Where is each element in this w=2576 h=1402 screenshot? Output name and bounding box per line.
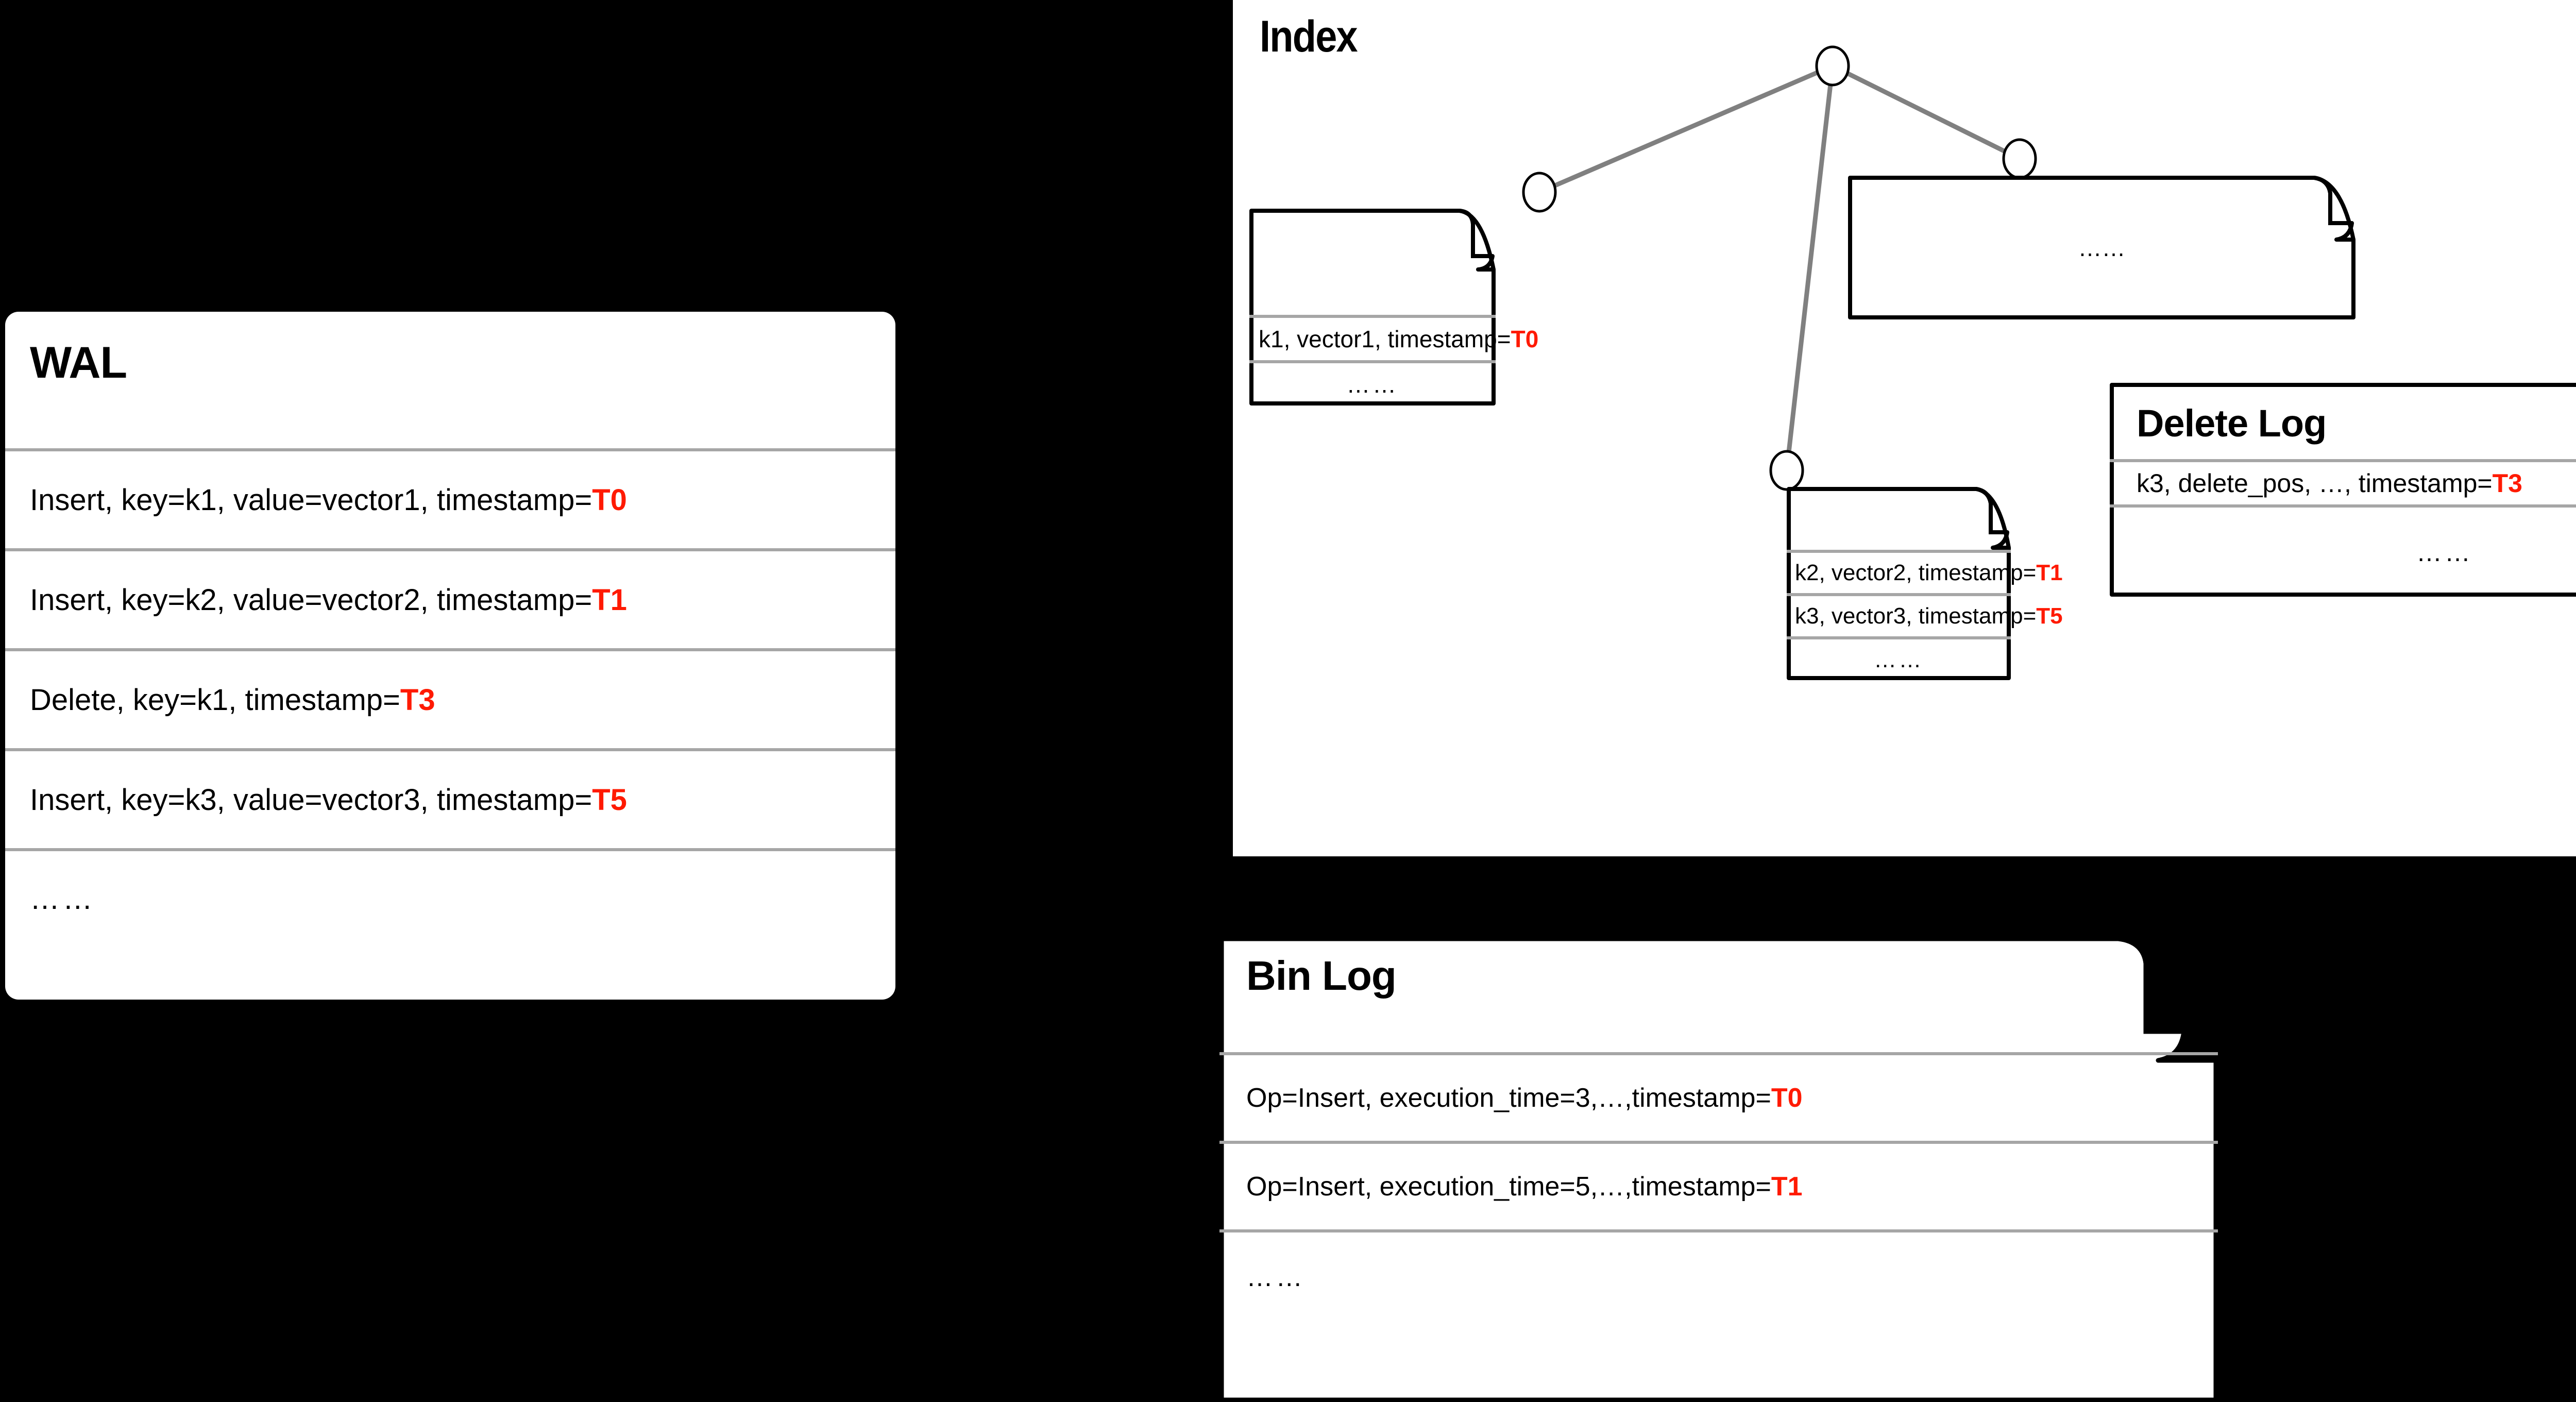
bin-log-row-text: Op=Insert, execution_time=5,…,timestamp= bbox=[1246, 1172, 1771, 1202]
tree-node-root[interactable] bbox=[1815, 45, 1850, 87]
index-leaf-row-text: …… bbox=[1346, 371, 1399, 398]
tree-edge-root-mid bbox=[1784, 65, 1835, 471]
wal-row-text: Insert, key=k2, value=vector2, timestamp… bbox=[30, 583, 592, 617]
tree-node-left[interactable] bbox=[1522, 172, 1557, 213]
wal-title: WAL bbox=[30, 338, 127, 387]
bin-log-row: Op=Insert, execution_time=5,…,timestamp=… bbox=[1219, 1141, 2218, 1229]
tree-edge-root-left bbox=[1538, 63, 1834, 195]
index-leaf-k1-card: k1, vector1, timestamp=T0 …… bbox=[1249, 209, 1538, 406]
index-leaf-row-timestamp: T1 bbox=[2036, 560, 2063, 585]
note-outline-icon bbox=[1787, 487, 2011, 680]
delete-log-row-timestamp: T3 bbox=[2492, 469, 2522, 498]
delete-log-row: k3, delete_pos, …, timestamp=T3 bbox=[2110, 459, 2576, 504]
delete-log-row-text: k3, delete_pos, …, timestamp= bbox=[2137, 469, 2493, 498]
tree-edge-root-right bbox=[1832, 63, 2021, 161]
wal-row: Delete, key=k1, timestamp=T3 bbox=[5, 648, 895, 748]
bin-log-title: Bin Log bbox=[1246, 953, 1397, 999]
index-leaf-row-text: k2, vector2, timestamp= bbox=[1795, 560, 2037, 585]
wal-row-text: Delete, key=k1, timestamp= bbox=[30, 683, 400, 717]
bin-log-row-timestamp: T0 bbox=[1771, 1083, 1803, 1113]
tree-node-mid[interactable] bbox=[1769, 450, 1804, 491]
note-outline-icon bbox=[1848, 176, 2355, 319]
index-leaf-ellipsis-card: …… bbox=[1848, 176, 2355, 319]
index-leaf-row-timestamp: T0 bbox=[1511, 326, 1539, 352]
note-outline-icon bbox=[2110, 383, 2576, 597]
index-leaf-row-ellipsis: …… bbox=[1787, 636, 2011, 680]
bin-log-card: Bin Log Op=Insert, execution_time=3,…,ti… bbox=[1219, 936, 2218, 1402]
delete-log-row-text: …… bbox=[2416, 537, 2473, 567]
bin-log-row-text: Op=Insert, execution_time=3,…,timestamp= bbox=[1246, 1083, 1771, 1113]
wal-row-text: Insert, key=k3, value=vector3, timestamp… bbox=[30, 783, 592, 817]
wal-row: Insert, key=k1, value=vector1, timestamp… bbox=[5, 448, 895, 548]
index-title: Index bbox=[1260, 12, 1358, 61]
index-leaf-k23-card: k2, vector2, timestamp=T1 k3, vector3, t… bbox=[1787, 487, 2063, 680]
index-leaf-row-ellipsis: …… bbox=[1249, 360, 1496, 406]
wal-row-text: …… bbox=[30, 882, 96, 916]
index-leaf-k23-row-list: k2, vector2, timestamp=T1 k3, vector3, t… bbox=[1787, 550, 2063, 680]
bin-log-row: Op=Insert, execution_time=3,…,timestamp=… bbox=[1219, 1052, 2218, 1141]
wal-row-list: Insert, key=k1, value=vector1, timestamp… bbox=[5, 448, 895, 946]
delete-log-row-list: k3, delete_pos, …, timestamp=T3 …… bbox=[2110, 459, 2576, 597]
tree-node-right[interactable] bbox=[2002, 138, 2037, 179]
index-leaf-row: k3, vector3, timestamp=T5 bbox=[1787, 593, 2063, 636]
wal-row-timestamp: T5 bbox=[592, 783, 627, 817]
delete-log-card: Delete Log k3, delete_pos, …, timestamp=… bbox=[2110, 383, 2576, 597]
bin-log-row-timestamp: T1 bbox=[1771, 1172, 1803, 1202]
index-leaf-row-text: k3, vector3, timestamp= bbox=[1795, 603, 2037, 629]
bin-log-row-list: Op=Insert, execution_time=3,…,timestamp=… bbox=[1219, 1052, 2218, 1322]
index-leaf-ellipsis-text: …… bbox=[2078, 234, 2126, 261]
delete-log-row-ellipsis: …… bbox=[2110, 504, 2576, 597]
bin-log-row-ellipsis: …… bbox=[1219, 1229, 2218, 1322]
index-leaf-row-text: k1, vector1, timestamp= bbox=[1259, 326, 1511, 352]
index-leaf-row-text: …… bbox=[1874, 647, 1924, 672]
delete-log-title: Delete Log bbox=[2137, 402, 2327, 445]
index-leaf-row-timestamp: T5 bbox=[2036, 603, 2063, 629]
wal-panel: WAL Insert, key=k1, value=vector1, times… bbox=[5, 312, 895, 1000]
bin-log-row-text: …… bbox=[1246, 1262, 1306, 1292]
wal-row: Insert, key=k3, value=vector3, timestamp… bbox=[5, 748, 895, 848]
wal-row-timestamp: T0 bbox=[592, 483, 627, 517]
index-leaf-k1-row-list: k1, vector1, timestamp=T0 …… bbox=[1249, 315, 1538, 406]
index-panel: Index k1, vector1, timestamp=T0 …… bbox=[1233, 0, 2576, 856]
index-leaf-row: k1, vector1, timestamp=T0 bbox=[1249, 315, 1538, 360]
wal-row-timestamp: T1 bbox=[592, 583, 627, 617]
wal-row: Insert, key=k2, value=vector2, timestamp… bbox=[5, 548, 895, 648]
index-leaf-row: k2, vector2, timestamp=T1 bbox=[1787, 550, 2063, 593]
wal-row-text: Insert, key=k1, value=vector1, timestamp… bbox=[30, 483, 592, 517]
note-outline-icon bbox=[1249, 209, 1496, 406]
wal-row-ellipsis: …… bbox=[5, 848, 895, 946]
wal-row-timestamp: T3 bbox=[400, 683, 435, 717]
